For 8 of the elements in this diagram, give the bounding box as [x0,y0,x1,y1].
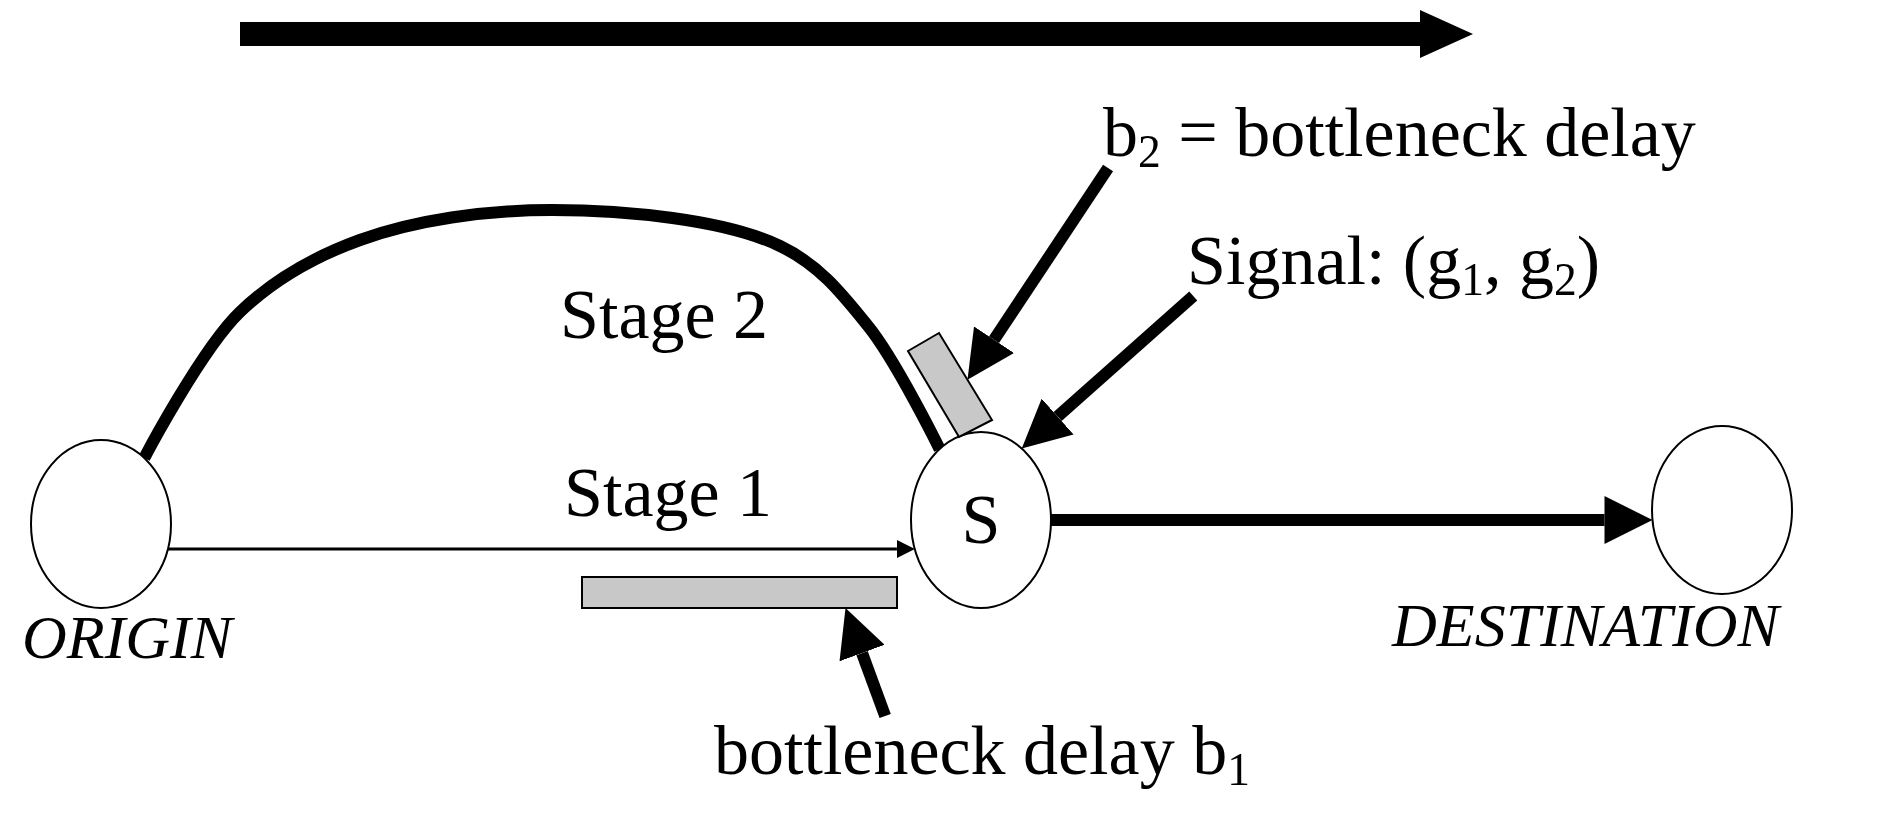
arrow [167,540,915,558]
node-label: S [961,485,1001,555]
leader-arrow [839,608,891,719]
node-caption: ORIGIN [22,606,233,668]
leader-arrow [1021,291,1198,449]
route-line [139,204,945,461]
arrow [1051,496,1653,544]
leader-arrow [967,164,1114,380]
